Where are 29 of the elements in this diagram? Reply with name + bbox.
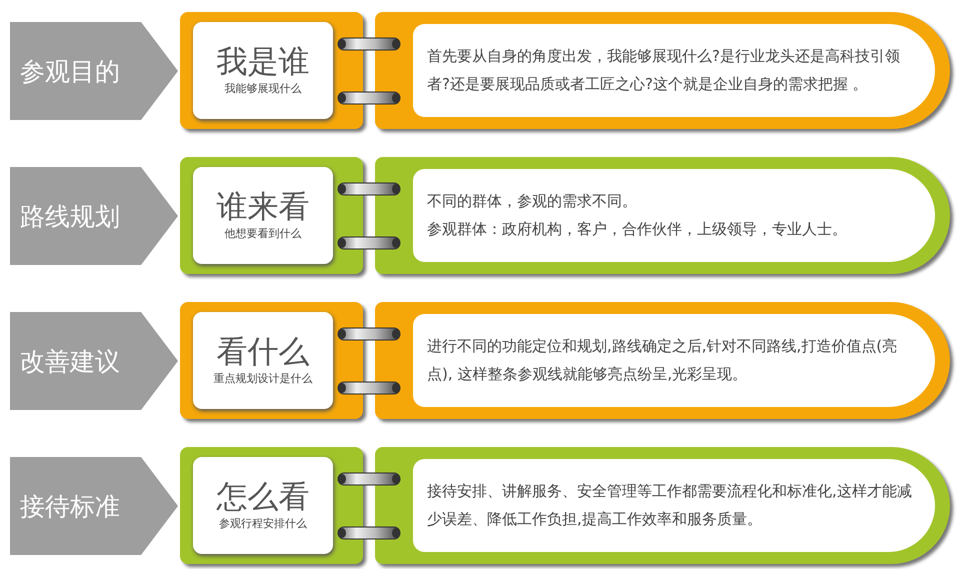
description-text: 不同的群体，参观的需求不同。	[427, 190, 638, 212]
card-background	[180, 447, 363, 564]
step-label: 改善建议	[20, 346, 120, 378]
arrow-tab	[10, 312, 178, 410]
card-title: 怎么看	[216, 480, 310, 514]
card-subtitle: 参观行程安排什么	[219, 516, 307, 532]
card-background	[180, 302, 363, 419]
arrow-tab	[10, 22, 178, 120]
card-subtitle: 重点规划设计是什么	[214, 371, 312, 386]
card-subtitle: 他想要看到什么	[224, 226, 302, 242]
card-background	[180, 12, 363, 129]
card-title: 看什么	[216, 334, 310, 370]
card-background	[375, 447, 950, 564]
card-background	[375, 302, 950, 419]
arrow-tab	[10, 457, 178, 555]
card-background	[375, 12, 950, 129]
step-label: 接待标准	[20, 490, 120, 522]
description-text: 接待安排、讲解服务、安全管理等工作都需要流程化和标准化,这样才能减少误差、降低工作负担,提高工作效率和服务质量。	[427, 480, 913, 530]
description-text: 参观群体：政府机构，客户，合作伙伴，上级领导，专业人士。	[427, 218, 848, 240]
step-label: 参观目的	[20, 56, 120, 88]
arrow-tab	[10, 167, 178, 265]
card-background	[180, 157, 363, 274]
card-title: 我是谁	[216, 44, 310, 80]
description-text: 首先要从自身的角度出发，我能够展现什么?是行业龙头还是高科技引领者?还是要展现品质或者工匠之心?这个就是企业自身的需求把握 。	[427, 46, 901, 94]
description-text: 进行不同的功能定位和规划,路线确定之后,针对不同路线,打造价值点(亮点), 这样整条参观线就能够亮点纷呈,光彩呈现。	[427, 336, 898, 384]
card-background	[375, 157, 950, 274]
card-subtitle: 我能够展现什么	[224, 81, 302, 96]
step-label: 路线规划	[20, 200, 120, 232]
card-title: 谁来看	[216, 190, 310, 224]
